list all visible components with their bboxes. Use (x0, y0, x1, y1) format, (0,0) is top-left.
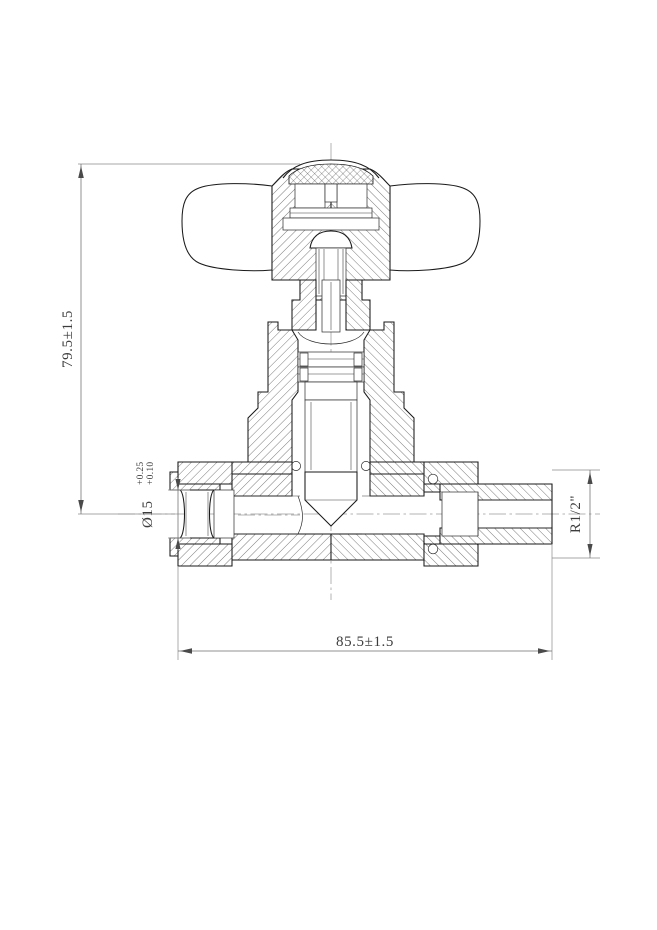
body-lower-right (330, 533, 425, 561)
handle-pocket-center-rib (324, 183, 338, 203)
handle-screw-dome (309, 230, 353, 249)
thread-arrow-top (587, 472, 593, 484)
bonnet-wall-left (247, 321, 299, 463)
valve-body (177, 461, 479, 561)
thread-bore-block (441, 491, 479, 537)
bonnet-wall-right (363, 321, 415, 463)
spindle-collar-right (345, 279, 371, 331)
packing-seal-right-upper (353, 352, 363, 367)
left-port-nut-top (177, 461, 233, 485)
length-arrow-right (538, 648, 550, 654)
handle-hub-band (282, 217, 380, 231)
packing-seal-right-lower (353, 367, 363, 382)
packing-seal-left-lower (299, 367, 309, 382)
handle-cap-insert (288, 163, 374, 185)
thread-arrow-bottom (587, 544, 593, 556)
handle-dome-rim (282, 159, 380, 179)
bore-dim-text: Ø15 (140, 500, 156, 528)
bore-tolerance-lower: +0.10 (146, 462, 156, 485)
dimension-inlet-bore: Ø15 +0.25 +0.10 (136, 462, 190, 550)
bonnet-inner-stem (304, 381, 358, 401)
bore-arrow-top (175, 479, 181, 490)
left-port-olive (178, 489, 216, 539)
length-arrow-left (180, 648, 192, 654)
handle-wing-right (389, 183, 481, 272)
handle-pocket-right (336, 183, 368, 209)
bonnet-oring-right (361, 461, 371, 471)
body-right-wall-top (369, 473, 425, 497)
dimension-overall-length: 85.5±1.5 (177, 544, 553, 660)
spindle-seat-curve (297, 331, 365, 345)
valve-plug-cone (304, 471, 358, 527)
spindle-collar-left (291, 279, 317, 331)
right-port (423, 461, 553, 567)
right-port-collar-skirt-bottom (423, 535, 441, 545)
bore-tolerance-upper: +0.25 (136, 462, 146, 485)
height-arrow-top (78, 166, 84, 178)
handle-wing-left (181, 183, 273, 272)
handle-pocket-left (294, 183, 326, 209)
seat-throat-curve (297, 495, 303, 535)
dimension-outlet-thread: R1/2" (552, 469, 600, 559)
right-port-oring-bottom (427, 543, 439, 555)
valve-bonnet (247, 321, 415, 473)
height-dim-text: 79.5±1.5 (60, 310, 76, 368)
valve-plug-column (304, 399, 358, 473)
packing-seal-left-upper (299, 352, 309, 367)
valve-spindle (291, 279, 371, 345)
body-left-wall-top (231, 473, 293, 497)
valve-handle (181, 159, 481, 301)
right-port-oring-top (427, 473, 439, 485)
dimension-overall-height: 79.5±1.5 (60, 163, 300, 515)
left-port (169, 461, 235, 567)
right-port-collar-skirt-top (423, 483, 441, 493)
thread-dim-text: R1/2" (568, 495, 584, 533)
left-port-nut-bottom (177, 543, 233, 567)
body-lower-left (231, 533, 332, 561)
length-dim-text: 85.5±1.5 (336, 634, 394, 650)
height-arrow-bottom (78, 500, 84, 512)
bonnet-oring-left (291, 461, 301, 471)
left-port-tube (213, 489, 235, 539)
bore-arrow-bottom (175, 538, 181, 549)
